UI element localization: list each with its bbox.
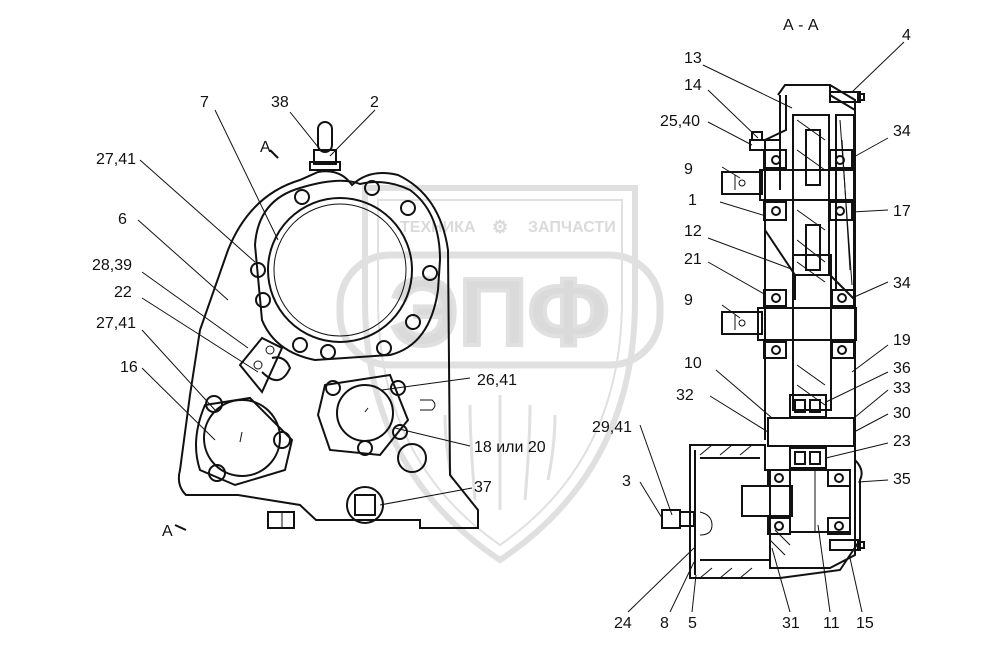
lower-housing: [689, 444, 863, 579]
callout-6: 6: [118, 211, 127, 228]
large-bore-inner: [273, 203, 407, 337]
callout-18-or-20: 18 или 20: [474, 439, 546, 456]
callout-21: 21: [684, 251, 702, 268]
callout-9-top: 9: [684, 161, 693, 178]
callout-36: 36: [893, 360, 911, 377]
callout-32: 32: [676, 387, 694, 404]
callout-9-mid: 9: [684, 292, 693, 309]
section-view: [661, 84, 865, 579]
callouts-front: 7 38 2 27,41 6 28,39 22 27,41 16 26,41 1…: [92, 94, 546, 540]
callout-34-mid: 34: [893, 275, 911, 292]
callout-22: 22: [114, 284, 132, 301]
callout-23: 23: [893, 433, 911, 450]
right-bearing-cover: [316, 373, 410, 457]
callout-7: 7: [200, 94, 209, 111]
callout-28-39: 28,39: [92, 257, 132, 274]
callout-3: 3: [622, 473, 631, 490]
plate-bolts: [250, 180, 438, 360]
front-view: [174, 121, 479, 531]
callout-14: 14: [684, 77, 702, 94]
bracket: [238, 336, 284, 394]
large-bore: [267, 197, 413, 343]
left-bearing-cover: [195, 395, 294, 487]
callout-2: 2: [370, 94, 379, 111]
leader-lines: [137, 41, 905, 613]
callout-24: 24: [614, 615, 632, 632]
callout-8: 8: [660, 615, 669, 632]
callout-1: 1: [688, 192, 697, 209]
bearing-cover-plate: [253, 179, 442, 362]
watermark: ТЕХНИКА ⚙ ЗАПЧАСТИ ЭПФ: [336, 185, 664, 564]
callout-34-top: 34: [893, 123, 911, 140]
watermark-top-right: ЗАПЧАСТИ: [528, 219, 616, 236]
section-mark-bottom: А: [162, 523, 173, 540]
callout-35: 35: [893, 471, 911, 488]
callout-10: 10: [684, 355, 702, 372]
callout-25-40: 25,40: [660, 113, 700, 130]
callouts-section: А - А 13 4 14 25,40 34 9 1 17 12 21 34 9…: [592, 17, 911, 632]
callout-29-41: 29,41: [592, 419, 632, 436]
callout-27-41-mid: 27,41: [96, 315, 136, 332]
shaft-upper: [721, 171, 763, 195]
callout-27-41-top: 27,41: [96, 151, 136, 168]
callout-13: 13: [684, 50, 702, 67]
callout-37: 37: [474, 479, 492, 496]
section-title: А - А: [783, 17, 819, 34]
callout-33: 33: [893, 380, 911, 397]
callout-12: 12: [684, 223, 702, 240]
callout-11: 11: [823, 615, 840, 632]
callout-4: 4: [902, 27, 911, 44]
section-mark-top: А: [260, 139, 271, 156]
housing-outline: [177, 170, 479, 529]
mounting-foot: [267, 511, 295, 529]
callout-5: 5: [688, 615, 697, 632]
shaft-middle: [721, 311, 763, 335]
callout-17: 17: [893, 203, 911, 220]
watermark-main: ЭПФ: [390, 259, 609, 366]
callout-15: 15: [856, 615, 874, 632]
callout-19: 19: [893, 332, 911, 349]
breather: [309, 121, 341, 171]
callout-26-41: 26,41: [477, 372, 517, 389]
watermark-gear-icon: ⚙: [492, 217, 508, 237]
callout-30: 30: [893, 405, 911, 422]
watermark-top-left: ТЕХНИКА: [400, 219, 476, 236]
callout-38: 38: [271, 94, 289, 111]
callout-31: 31: [782, 615, 800, 632]
callout-16: 16: [120, 359, 138, 376]
drain-plug: [346, 486, 384, 524]
